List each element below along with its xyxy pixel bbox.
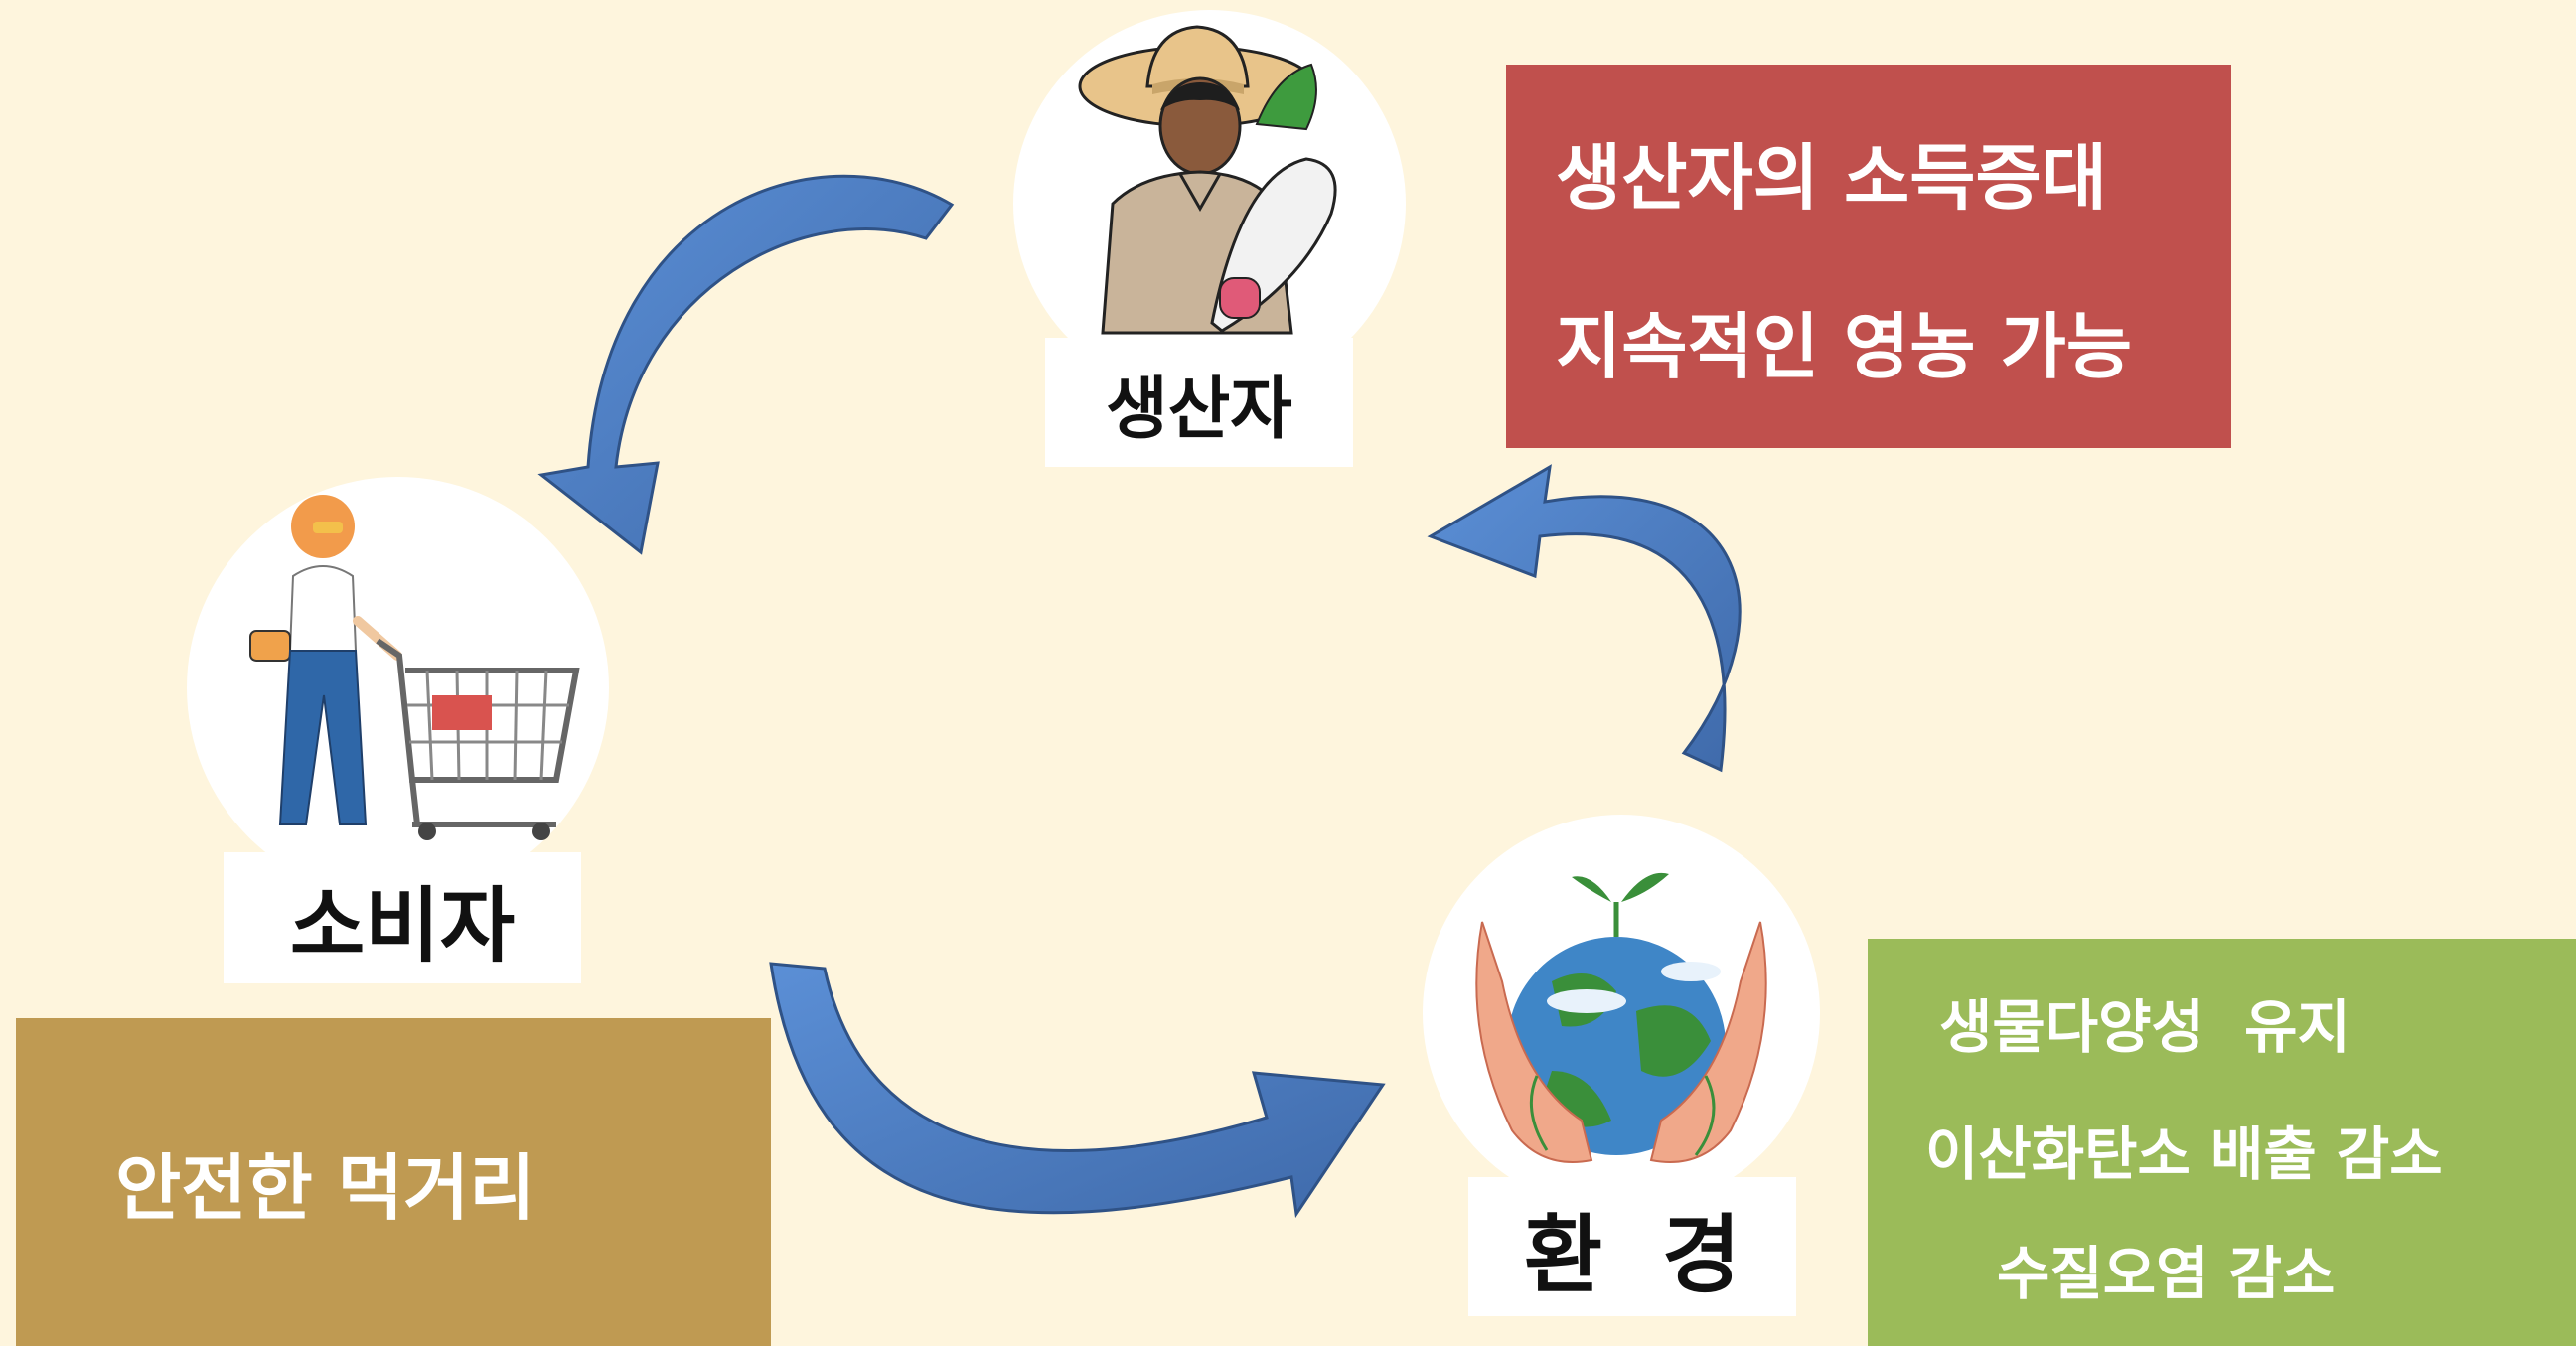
environment-label: 환 경 bbox=[1468, 1177, 1796, 1316]
environment-benefit-line-3: 수질오염 감소 bbox=[1997, 1240, 2336, 1307]
environment-benefit-line-1: 생물다양성 유지 bbox=[1939, 993, 2350, 1061]
consumer-label: 소비자 bbox=[224, 852, 581, 983]
shopper-with-cart-icon bbox=[249, 495, 580, 840]
arrow-producer-to-consumer bbox=[537, 174, 955, 555]
consumer-benefits-box: 안전한 먹거리 bbox=[16, 1018, 771, 1346]
arrow-consumer-to-environment bbox=[769, 962, 1386, 1219]
environment-benefit-line-2: 이산화탄소 배출 감소 bbox=[1925, 1121, 2443, 1188]
farmer-with-radish-icon bbox=[1078, 25, 1337, 335]
producer-label: 생산자 bbox=[1045, 338, 1353, 467]
hands-holding-earth-icon bbox=[1475, 872, 1767, 1163]
consumer-benefit-line-1: 안전한 먹거리 bbox=[115, 1146, 535, 1230]
producer-benefit-line-1: 생산자의 소득증대 bbox=[1556, 136, 2107, 220]
producer-benefits-box: 생산자의 소득증대 지속적인 영농 가능 bbox=[1506, 65, 2231, 448]
producer-benefit-line-2: 지속적인 영농 가능 bbox=[1556, 305, 2133, 388]
arrow-environment-to-producer bbox=[1427, 464, 1742, 773]
environment-benefits-box: 생물다양성 유지 이산화탄소 배출 감소 수질오염 감소 bbox=[1868, 939, 2576, 1346]
